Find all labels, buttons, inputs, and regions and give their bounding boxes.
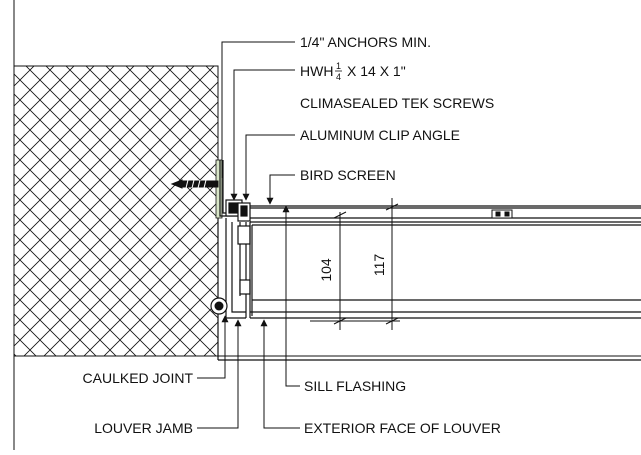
dimension-104: 104 (318, 258, 334, 282)
label-hwh-fraction-den: 4 (336, 72, 341, 82)
label-caulked-joint: CAULKED JOINT (83, 370, 194, 386)
label-tek-screws: CLIMASEALED TEK SCREWS (300, 95, 494, 111)
caulked-joint-bead (210, 297, 228, 315)
label-sill-flashing: SILL FLASHING (304, 378, 406, 394)
label-hwh-fraction-num: 1 (336, 61, 341, 71)
dimension-117: 117 (371, 254, 387, 277)
dimension-lines (310, 198, 400, 330)
label-hwh-prefix: HWH (300, 63, 333, 79)
sealant-strip (215, 159, 223, 219)
label-bird-screen: BIRD SCREEN (300, 167, 396, 183)
label-hwh-screws: HWH 1 4 X 14 X 1" (300, 61, 406, 82)
label-anchors: 1/4" ANCHORS MIN. (300, 34, 431, 50)
louver-jamb (217, 218, 251, 360)
louver-frame (218, 205, 641, 361)
leader-lines-bottom (197, 205, 300, 429)
frame-hardware (491, 209, 513, 219)
leader-lines-top (221, 41, 295, 205)
label-exterior-face: EXTERIOR FACE OF LOUVER (304, 420, 501, 436)
wall-section (13, 65, 641, 357)
clip-angle (219, 160, 251, 222)
label-clip-angle: ALUMINUM CLIP ANGLE (300, 127, 460, 143)
anchor-bolt (170, 179, 219, 189)
label-louver-jamb: LOUVER JAMB (94, 420, 193, 436)
label-hwh-suffix: X 14 X 1" (347, 63, 406, 79)
